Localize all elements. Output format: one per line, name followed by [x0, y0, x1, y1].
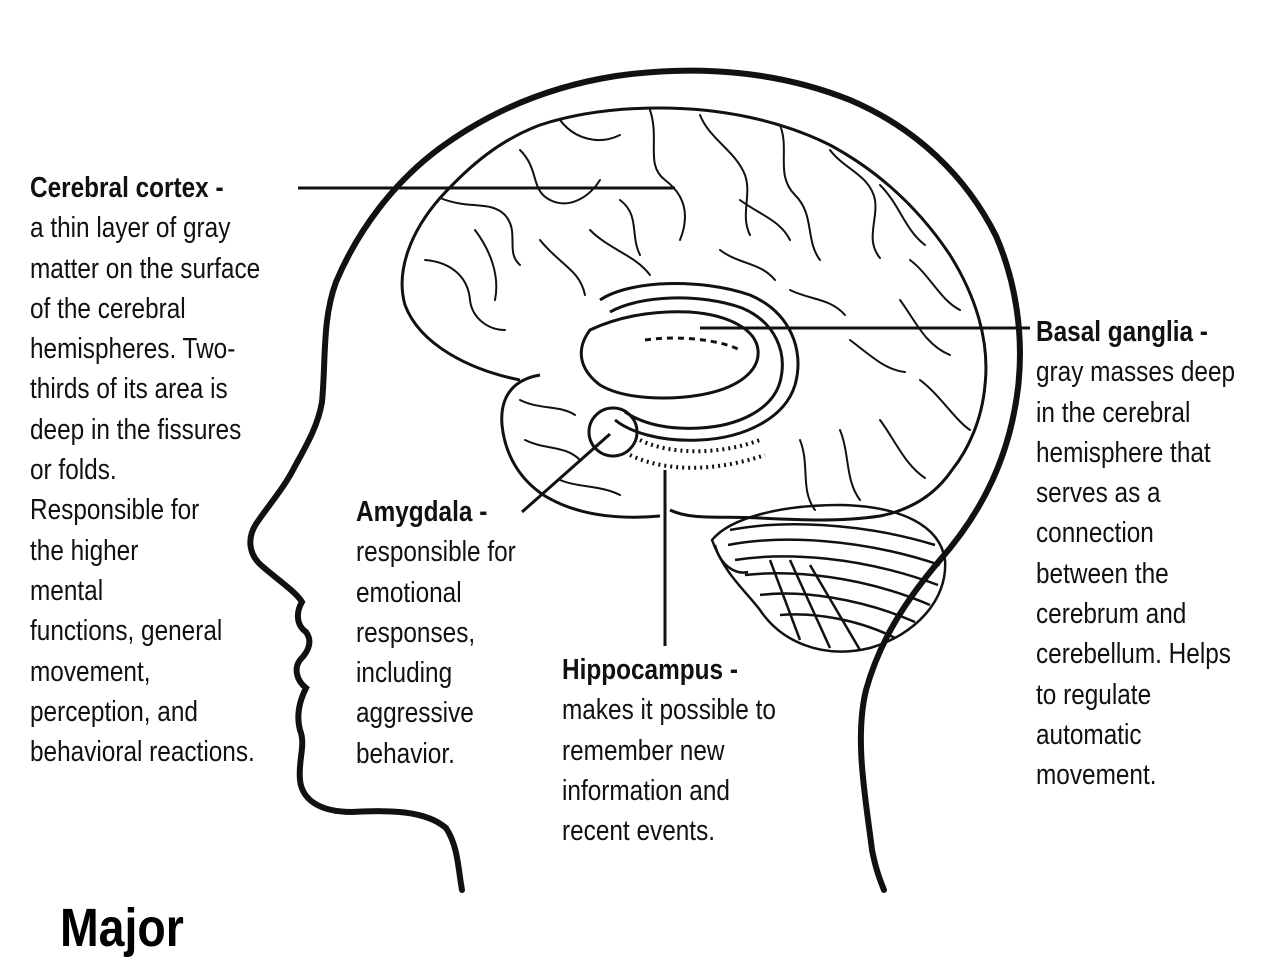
- cerebrum-outline: [400, 106, 988, 522]
- basal-ganglia-term: Basal ganglia -: [1036, 316, 1208, 348]
- amygdala-description: responsible for emotional responses, inc…: [356, 536, 516, 770]
- leader-lines: [298, 186, 1030, 646]
- cerebral-cortex-description: a thin layer of gray matter on the surfa…: [30, 212, 261, 769]
- amygdala-term: Amygdala -: [356, 496, 488, 528]
- amygdala-shape: [587, 406, 639, 458]
- cerebral-cortex-label: Cerebral cortex - a thin layer of gray m…: [30, 168, 260, 772]
- cerebellum-shape: [710, 503, 947, 653]
- head-outline: [247, 67, 1023, 893]
- basal-ganglia-label: Basal ganglia - gray masses deep in the …: [1036, 312, 1235, 796]
- hippocampus-description: makes it possible to remember new inform…: [562, 694, 776, 848]
- hippocampus-label: Hippocampus - makes it possible to remem…: [562, 650, 776, 851]
- footer-title: Major: [60, 898, 184, 958]
- amygdala-leader: [521, 432, 611, 514]
- hippocampus-term: Hippocampus -: [562, 654, 738, 686]
- cortex-folds: [424, 109, 971, 511]
- basal-ganglia-shape: [579, 282, 800, 442]
- basal-ganglia-description: gray masses deep in the cerebral hemisph…: [1036, 356, 1236, 792]
- hippocampus-shape: [629, 438, 766, 470]
- cerebral-cortex-term: Cerebral cortex -: [30, 172, 224, 204]
- temporal-lobe-outline: [500, 373, 661, 519]
- amygdala-label: Amygdala - responsible for emotional res…: [356, 492, 516, 774]
